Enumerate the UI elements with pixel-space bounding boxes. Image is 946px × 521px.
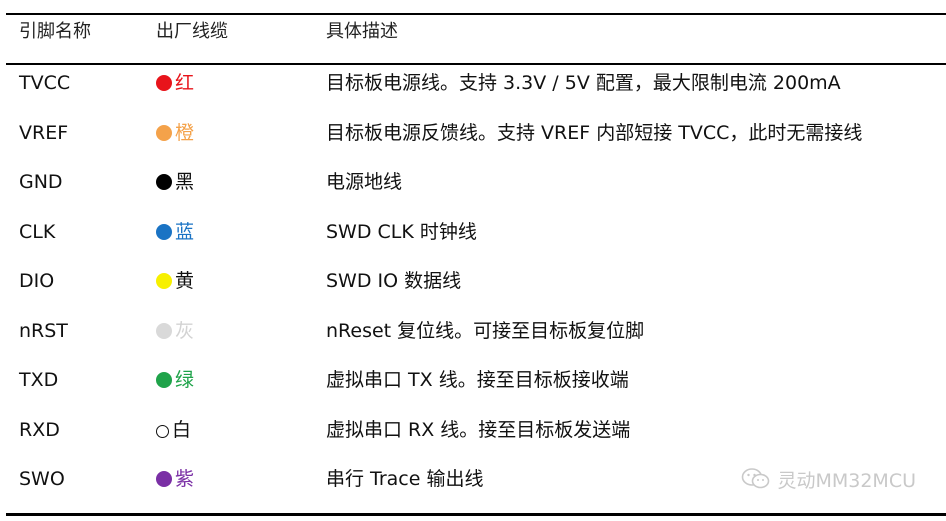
pin-name: CLK [19,220,56,243]
pin-name: TVCC [19,72,71,94]
color-name: 灰 [175,319,195,342]
pin-name: GND [19,171,63,193]
pin-description: 虚拟串口 RX 线。接至目标板发送端 [326,418,631,441]
watermark-text: 灵动MM32MCU [777,469,916,492]
cable-color: 紫 [156,464,194,494]
wechat-icon [742,468,770,489]
color-name: 红 [175,72,195,94]
color-name: 黄 [175,270,195,292]
table-row: CLK 蓝 SWD CLK 时钟线 [6,217,946,247]
color-dot-icon [156,75,172,91]
cable-color: 灰 [156,316,194,346]
color-name: 紫 [175,468,195,490]
color-dot-icon [156,322,172,339]
color-dot-icon [156,174,172,190]
color-name: 绿 [175,369,195,391]
cable-color: 绿 [156,365,194,395]
pin-description: 串行 Trace 输出线 [326,468,484,490]
watermark: 灵动MM32MCU [741,465,916,493]
color-dot-icon [156,471,172,487]
color-name: 黑 [175,171,195,193]
table-row: DIO 黄 SWD IO 数据线 [6,266,946,296]
table-bottom-rule [6,513,946,516]
pin-description: 电源地线 [326,171,403,193]
pin-description: nReset 复位线。可接至目标板复位脚 [326,319,645,342]
cable-color: 黄 [156,266,194,296]
header-description: 具体描述 [326,21,398,42]
color-name: 橙 [175,121,195,144]
cable-color: 黑 [156,167,194,197]
pin-description: 虚拟串口 TX 线。接至目标板接收端 [326,369,629,391]
pin-table: 引脚名称 出厂线缆 具体描述 TVCC 红 目标板电源线。支持 3.3V / 5V … [6,13,946,516]
pin-description: 目标板电源线。支持 3.3V / 5V 配置，最大限制电流 200mA [326,72,841,94]
pin-name: nRST [19,319,68,342]
table-row: SWO 紫 串行 Trace 输出线 [6,464,946,494]
pin-description: 目标板电源反馈线。支持 VREF 内部短接 TVCC，此时无需接线 [326,121,863,144]
cable-color: 橙 [156,118,194,148]
table-top-rule [6,13,946,15]
table-row: nRST 灰 nReset 复位线。可接至目标板复位脚 [6,316,946,346]
color-name: 蓝 [175,220,195,243]
pin-name: DIO [19,270,55,292]
table-row: GND 黑 电源地线 [6,167,946,197]
color-dot-icon [156,273,172,289]
table-row: TVCC 红 目标板电源线。支持 3.3V / 5V 配置，最大限制电流 200mA [6,68,946,98]
color-dot-icon [156,223,172,240]
pin-name: TXD [19,369,59,391]
pin-description: SWD IO 数据线 [326,270,462,292]
table-row: VREF 橙 目标板电源反馈线。支持 VREF 内部短接 TVCC，此时无需接线 [6,118,946,148]
pin-description: SWD CLK 时钟线 [326,220,477,243]
cable-color: 红 [156,68,194,98]
pin-name: VREF [19,121,69,144]
table-row: TXD 绿 虚拟串口 TX 线。接至目标板接收端 [6,365,946,395]
color-dot-icon [156,124,172,141]
cable-color: 白 [156,415,191,445]
pin-name: SWO [19,468,65,490]
header-pin-name: 引脚名称 [19,21,91,42]
cable-color: 蓝 [156,217,194,247]
table-row: RXD 白 虚拟串口 RX 线。接至目标板发送端 [6,415,946,445]
color-name: 白 [172,418,192,441]
color-dot-icon [156,372,172,388]
table-header-rule [6,63,946,65]
table-header-row: 引脚名称 出厂线缆 具体描述 [6,17,946,47]
header-cable: 出厂线缆 [156,21,228,42]
color-dot-icon [156,424,169,438]
pin-name: RXD [19,418,60,441]
